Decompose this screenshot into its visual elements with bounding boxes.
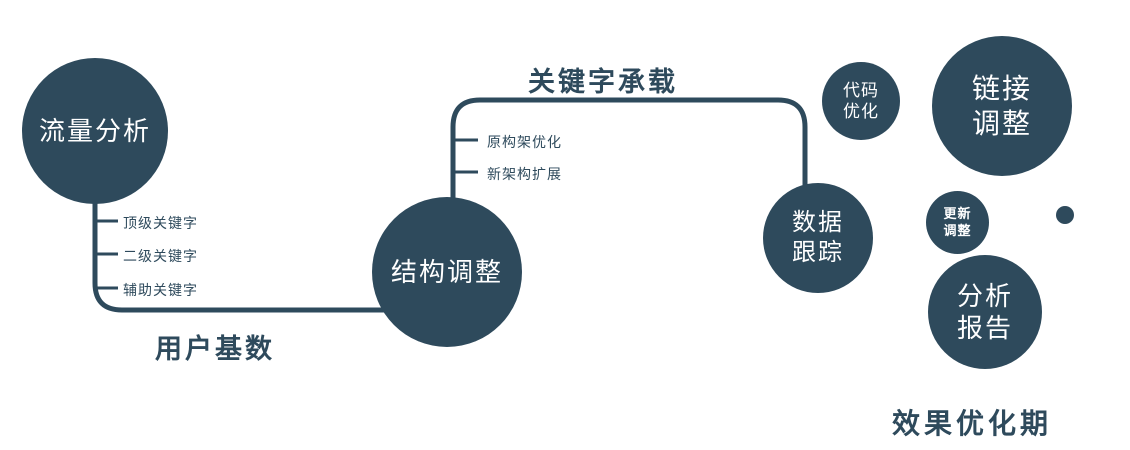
left-branch-ticks bbox=[95, 219, 118, 290]
node-dot-bullet bbox=[1056, 206, 1074, 224]
node-analysis-report-line2: 报告 bbox=[956, 313, 1013, 343]
node-update-adjustment-line2: 调整 bbox=[943, 222, 972, 238]
phase-label: 效果优化期 bbox=[892, 408, 1053, 439]
edge-label-keyword-carry: 关键字承载 bbox=[528, 67, 678, 97]
node-code-optimization-line2: 优化 bbox=[843, 102, 879, 121]
branch-label-top-level-keyword: 顶级关键字 bbox=[123, 215, 198, 231]
node-structure-adjustment: 结构调整 bbox=[372, 197, 522, 347]
node-data-tracking: 数据 跟踪 bbox=[763, 183, 873, 293]
node-link-adjustment-line2: 调整 bbox=[971, 108, 1032, 139]
node-code-optimization-line1: 代码 bbox=[843, 80, 879, 100]
node-analysis-report: 分析 报告 bbox=[928, 255, 1042, 369]
node-structure-adjustment-label: 结构调整 bbox=[390, 256, 503, 287]
top-branch-ticks bbox=[453, 138, 478, 174]
node-data-tracking-line1: 数据 bbox=[792, 209, 844, 236]
branch-label-second-level-keyword: 二级关键字 bbox=[123, 248, 198, 264]
node-code-optimization: 代码 优化 bbox=[822, 62, 900, 140]
branch-label-auxiliary-keyword: 辅助关键字 bbox=[123, 282, 198, 298]
node-link-adjustment-line1: 链接 bbox=[971, 73, 1032, 104]
node-update-adjustment-line1: 更新 bbox=[943, 206, 972, 222]
node-analysis-report-line1: 分析 bbox=[956, 280, 1013, 311]
node-traffic-analysis: 流量分析 bbox=[22, 58, 168, 204]
connector-traffic-to-structure bbox=[92, 190, 415, 313]
node-link-adjustment: 链接 调整 bbox=[932, 36, 1072, 176]
connector-structure-to-data bbox=[450, 97, 808, 215]
edge-label-user-base: 用户基数 bbox=[155, 334, 275, 364]
node-traffic-analysis-label: 流量分析 bbox=[38, 115, 151, 146]
branch-label-original-architecture-optimization: 原构架优化 bbox=[487, 134, 562, 150]
branch-label-new-architecture-expansion: 新架构扩展 bbox=[487, 166, 562, 182]
node-data-tracking-line2: 跟踪 bbox=[792, 239, 844, 266]
node-update-adjustment: 更新 调整 bbox=[926, 191, 989, 254]
